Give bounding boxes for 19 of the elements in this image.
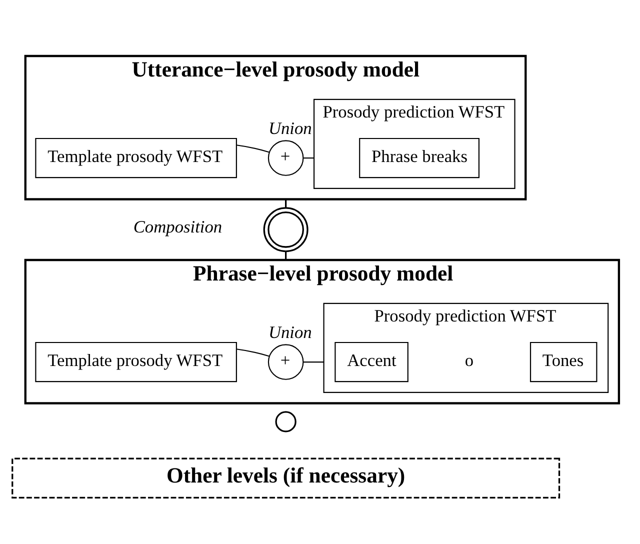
node-box: Other levels (if necessary) [12, 457, 560, 498]
node-box: Tones [530, 341, 598, 382]
node-box: Phrase breaks [359, 137, 480, 178]
node-label: Union [268, 322, 312, 342]
node-label: Union [268, 118, 312, 138]
connector [236, 348, 270, 356]
node-box: Accent [334, 341, 408, 382]
connector [285, 250, 287, 260]
node-box: Template prosody WFST [35, 341, 237, 382]
node-circle [263, 206, 308, 252]
node-circle: + [268, 344, 304, 380]
node-circle: + [268, 140, 304, 176]
node-box: Template prosody WFST [35, 137, 237, 178]
connector [303, 360, 324, 362]
node-circle [275, 410, 296, 432]
node-label: Composition [133, 217, 222, 236]
connector [304, 156, 314, 158]
label: o [464, 350, 474, 370]
connector [236, 144, 270, 152]
